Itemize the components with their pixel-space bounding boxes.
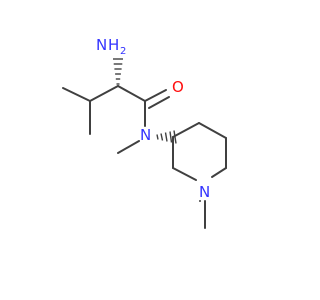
bond-carbonyl-double-2 (148, 96, 170, 109)
bond-ring-c3-c4 (172, 122, 200, 138)
bond-amide-n-methyl (117, 140, 140, 154)
carbonyl-o-label: O (172, 78, 184, 96)
stereo-hash-bond-amine (113, 58, 123, 85)
bond-carbonyl-double-1 (144, 89, 167, 102)
molecule-structure: N H 2 O N N (62, 36, 227, 229)
bond-alpha-carbonyl (117, 85, 146, 102)
amine-nh2-label: N H 2 (96, 36, 126, 57)
ring-n-label: N (199, 183, 210, 201)
amine-h-label: H (108, 36, 119, 54)
bond-ring-c6-n (211, 167, 227, 178)
amide-n-label: N (140, 126, 151, 144)
bond-ring-c4-c5 (198, 122, 227, 139)
bond-ring-c2-n (172, 167, 197, 181)
amine-n-label: N (96, 36, 107, 54)
amine-h-count: 2 (120, 46, 126, 57)
bond-isopropyl-alpha (89, 85, 119, 102)
bond-methyl-left (62, 87, 91, 102)
